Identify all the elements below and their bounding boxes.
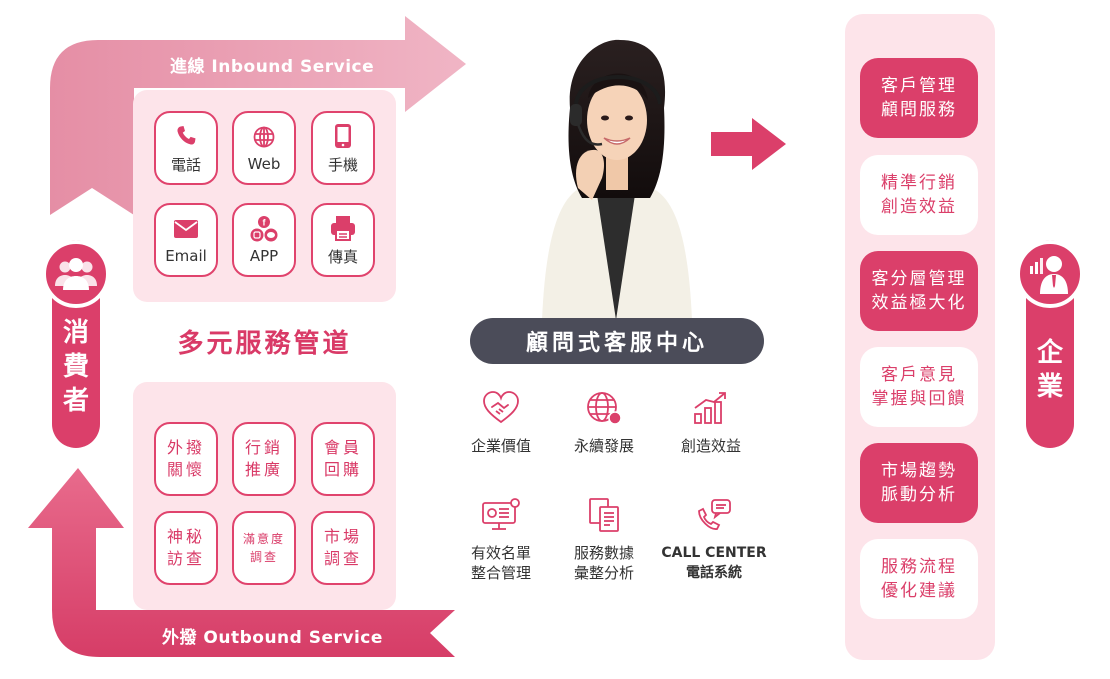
feature-label: 有效名單 — [470, 544, 531, 562]
channel-phone: 電話 — [154, 111, 218, 185]
channel-label: Email — [165, 247, 207, 265]
documents-icon — [549, 495, 659, 535]
outbound-item: 外撥關懷 — [154, 422, 218, 496]
channel-mobile: 手機 — [311, 111, 375, 185]
monitor-list-icon — [446, 495, 556, 535]
benefit-item: 客戶意見掌握與回饋 — [860, 347, 978, 427]
outbound-arrow — [28, 468, 455, 657]
channel-label: 傳真 — [327, 247, 358, 266]
channel-fax: 傳真 — [311, 203, 375, 277]
outbound-item: 市場調查 — [311, 511, 375, 585]
mobile-icon — [333, 122, 353, 150]
to-enterprise-arrow — [711, 118, 786, 170]
benefit-item: 服務流程優化建議 — [860, 539, 978, 619]
channel-app: f APP — [232, 203, 296, 277]
feature-label: 創造效益 — [680, 437, 741, 455]
benefit-item: 客分層管理效益極大化 — [860, 251, 978, 331]
feature-label: 企業價值 — [470, 437, 531, 455]
consumer-label: 消費者 — [62, 318, 89, 416]
feature-label-2: 整合管理 — [470, 564, 531, 582]
outbound-item: 神秘訪查 — [154, 511, 218, 585]
outbound-item: 滿意度調查 — [232, 511, 296, 585]
svg-text:f: f — [263, 218, 267, 228]
feature-item: 企業價值 — [446, 388, 556, 456]
app-social-icon: f — [249, 215, 279, 243]
center-title: 顧問式客服中心 — [470, 318, 764, 364]
channels-title: 多元服務管道 — [177, 329, 352, 359]
call-center-icon — [659, 495, 769, 535]
outbound-item: 行銷推廣 — [232, 422, 296, 496]
outbound-label: 外撥 Outbound Service — [162, 628, 383, 648]
feature-label-2: 彙整分析 — [573, 564, 634, 582]
agent-photo — [542, 39, 692, 320]
channel-label: 手機 — [327, 155, 358, 174]
feature-item: 有效名單整合管理 — [446, 495, 556, 583]
feature-item: 永續發展 — [549, 388, 659, 456]
enterprise-label: 企業 — [1036, 338, 1063, 402]
benefit-item: 市場趨勢脈動分析 — [860, 443, 978, 523]
feature-item: 創造效益 — [656, 388, 766, 456]
benefit-item: 精準行銷創造效益 — [860, 155, 978, 235]
globe-icon — [252, 123, 276, 151]
feature-label: CALL CENTER — [661, 545, 767, 561]
inbound-arrow — [50, 16, 466, 215]
feature-label: 永續發展 — [573, 437, 634, 455]
businessman-icon — [1016, 240, 1084, 308]
globe-cycle-icon — [549, 388, 659, 428]
feature-label: 服務數據 — [573, 544, 634, 562]
channel-email: Email — [154, 203, 218, 277]
fax-icon — [330, 214, 356, 242]
benefit-item: 客戶管理顧問服務 — [860, 58, 978, 138]
channel-label: 電話 — [170, 155, 201, 174]
phone-icon — [174, 122, 198, 150]
email-icon — [173, 215, 199, 243]
handshake-heart-icon — [446, 388, 556, 428]
consumer-group-icon — [42, 240, 110, 308]
feature-label-2: 電話系統 — [686, 565, 742, 581]
channel-label: APP — [249, 247, 279, 265]
outbound-item: 會員回購 — [311, 422, 375, 496]
inbound-label: 進線 Inbound Service — [170, 57, 375, 77]
growth-chart-icon — [656, 388, 766, 428]
channel-web: Web — [232, 111, 296, 185]
feature-item: CALL CENTER 電話系統 — [659, 495, 769, 583]
feature-item: 服務數據彙整分析 — [549, 495, 659, 583]
channel-label: Web — [247, 155, 281, 173]
